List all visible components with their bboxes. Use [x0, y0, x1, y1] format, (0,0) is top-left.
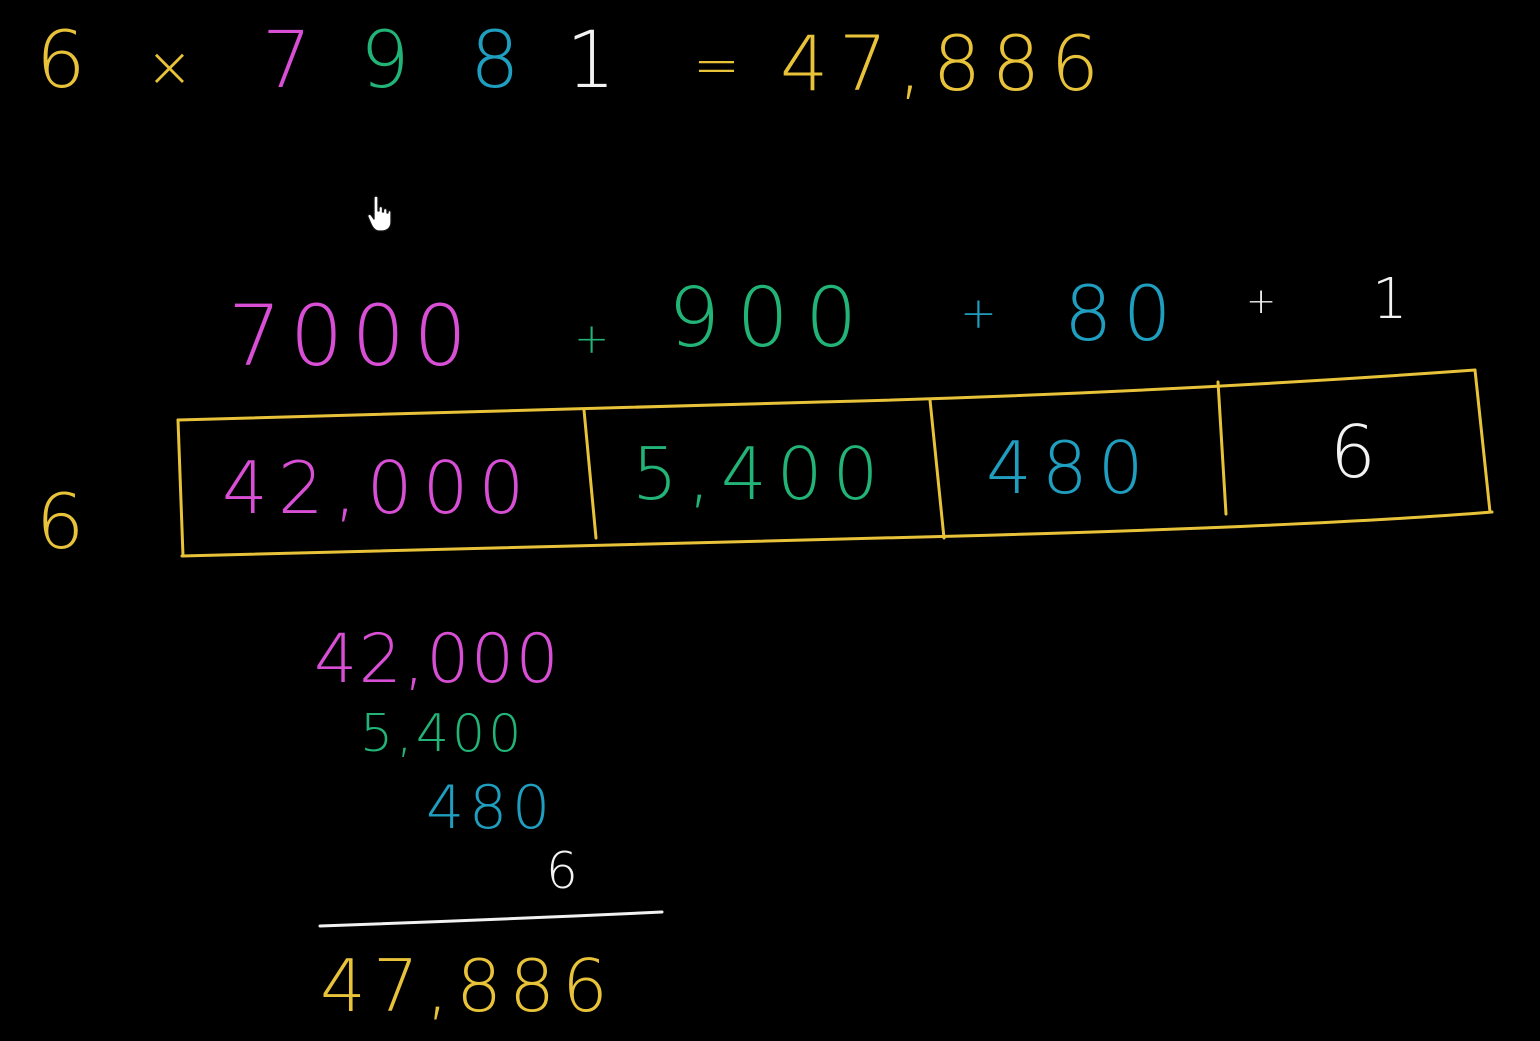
equation-times-sign: × — [146, 35, 201, 100]
area-model-left-edge — [176, 418, 185, 558]
area-model-divider — [1216, 380, 1228, 516]
equation-digit-ones: 1 — [566, 16, 627, 106]
expanded-plus-sign: + — [1246, 281, 1282, 322]
equation-digit-tens: 8 — [470, 16, 531, 106]
expanded-hundreds: 900 — [668, 271, 874, 366]
area-model-divider — [582, 408, 598, 540]
area-model-top-edge — [176, 368, 1477, 422]
area-model-bottom-edge — [180, 510, 1494, 558]
expanded-thousands: 7000 — [228, 287, 476, 385]
area-model-cell-thousands: 42,000 — [222, 446, 535, 530]
area-model-cell-tens: 480 — [986, 426, 1154, 510]
equation-digit-hundreds: 9 — [360, 16, 421, 106]
equation-equals-sign: = — [693, 33, 748, 98]
area-model-side-label: 6 — [36, 477, 95, 566]
addend-hundreds: 5,400 — [360, 704, 525, 764]
equation-digit-thousands: 7 — [262, 16, 323, 106]
addend-ones: 6 — [546, 842, 585, 900]
area-model-right-edge — [1473, 368, 1492, 514]
expanded-tens: 80 — [1064, 269, 1182, 358]
addition-sum: 47,886 — [320, 944, 616, 1028]
area-model-divider — [928, 398, 946, 540]
area-model-cell-hundreds: 5,400 — [632, 432, 889, 516]
addend-thousands: 42,000 — [314, 620, 561, 699]
area-model-cell-ones: 6 — [1330, 410, 1386, 494]
equation-result: 47,886 — [780, 19, 1110, 108]
addend-tens: 480 — [426, 773, 555, 843]
equation-multiplier: 6 — [36, 16, 97, 106]
expanded-plus-sign: + — [960, 288, 1004, 339]
hand-pointer-icon — [367, 195, 392, 232]
expanded-ones: 1 — [1372, 267, 1416, 332]
addition-sum-line — [318, 910, 664, 928]
expanded-plus-sign: + — [574, 314, 616, 363]
